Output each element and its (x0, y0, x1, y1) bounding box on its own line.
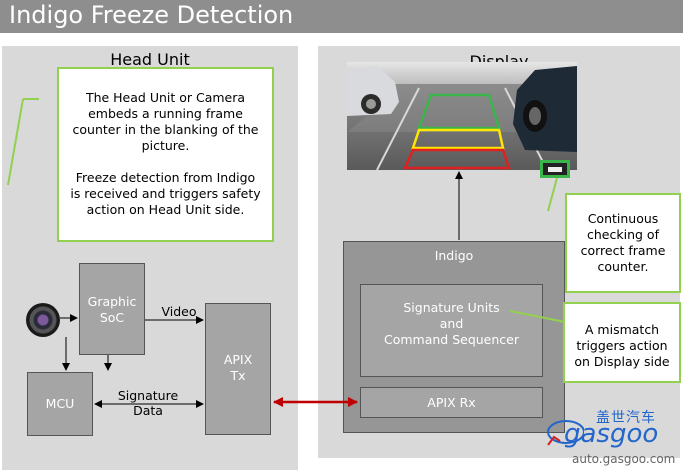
apix-rx-label: APIX Rx (427, 395, 476, 410)
page-title: Indigo Freeze Detection (9, 1, 294, 29)
callout-line: Continuous (587, 211, 659, 226)
mismatch-callout: A mismatch triggers action on Display si… (563, 302, 681, 383)
callout-line: checking of (587, 227, 659, 242)
signature-units-label: and (439, 316, 464, 331)
camera-lens-icon (26, 303, 60, 337)
signature-label-line: Data (133, 403, 163, 418)
callout-line: triggers action (576, 338, 668, 353)
graphic-soc-label: SoC (99, 310, 125, 325)
continuous-check-callout: Continuous checking of correct frame cou… (565, 193, 681, 293)
signature-units-label: Command Sequencer (383, 332, 520, 347)
apix-rx-block: APIX Rx (360, 387, 543, 418)
frame-counter-highlight (540, 160, 570, 178)
signature-data-label: Signature Data (108, 388, 188, 418)
signature-units-label: Signature Units (403, 300, 500, 315)
callout-line: embeds a running frame (88, 106, 243, 121)
callout-line: A mismatch (584, 322, 660, 337)
gasgoo-chinese-name: 盖世汽车 (596, 410, 656, 426)
mcu-block: MCU (27, 372, 93, 436)
graphic-soc-label: Graphic (87, 294, 137, 309)
callout-line: counter. (597, 259, 649, 274)
apix-tx-label: APIX (223, 352, 253, 367)
parking-camera-image (347, 62, 577, 170)
gasgoo-watermark: 盖世汽车 gasgoo auto.gasgoo.com (544, 405, 683, 470)
callout-line: on Display side (574, 354, 670, 369)
callout-line (59, 154, 272, 170)
gasgoo-logo-text: gasgoo (564, 419, 659, 449)
signature-label-line: Signature (117, 388, 179, 403)
title-bar: Indigo Freeze Detection (0, 0, 683, 33)
apix-tx-block: APIX Tx (205, 303, 271, 435)
callout-line: action on Head Unit side. (86, 202, 245, 217)
video-label: Video (161, 304, 197, 319)
callout-line: The Head Unit or Camera (85, 90, 246, 105)
head-unit-title: Head Unit (110, 50, 190, 69)
indigo-title: Indigo (434, 248, 474, 263)
apix-tx-label: Tx (230, 368, 246, 383)
callout-line: picture. (141, 138, 190, 153)
callout-line: counter in the blanking of the (72, 122, 259, 137)
callout-line: is received and triggers safety (70, 186, 261, 201)
signature-units-block: Signature Units and Command Sequencer (360, 284, 543, 377)
graphic-soc-block: Graphic SoC (79, 263, 145, 355)
callout-line: Freeze detection from Indigo (75, 170, 256, 185)
mcu-label: MCU (45, 396, 75, 411)
gasgoo-url: auto.gasgoo.com (572, 452, 676, 466)
head-unit-callout: The Head Unit or Camera embeds a running… (57, 67, 274, 242)
callout-line: correct frame (580, 243, 666, 258)
